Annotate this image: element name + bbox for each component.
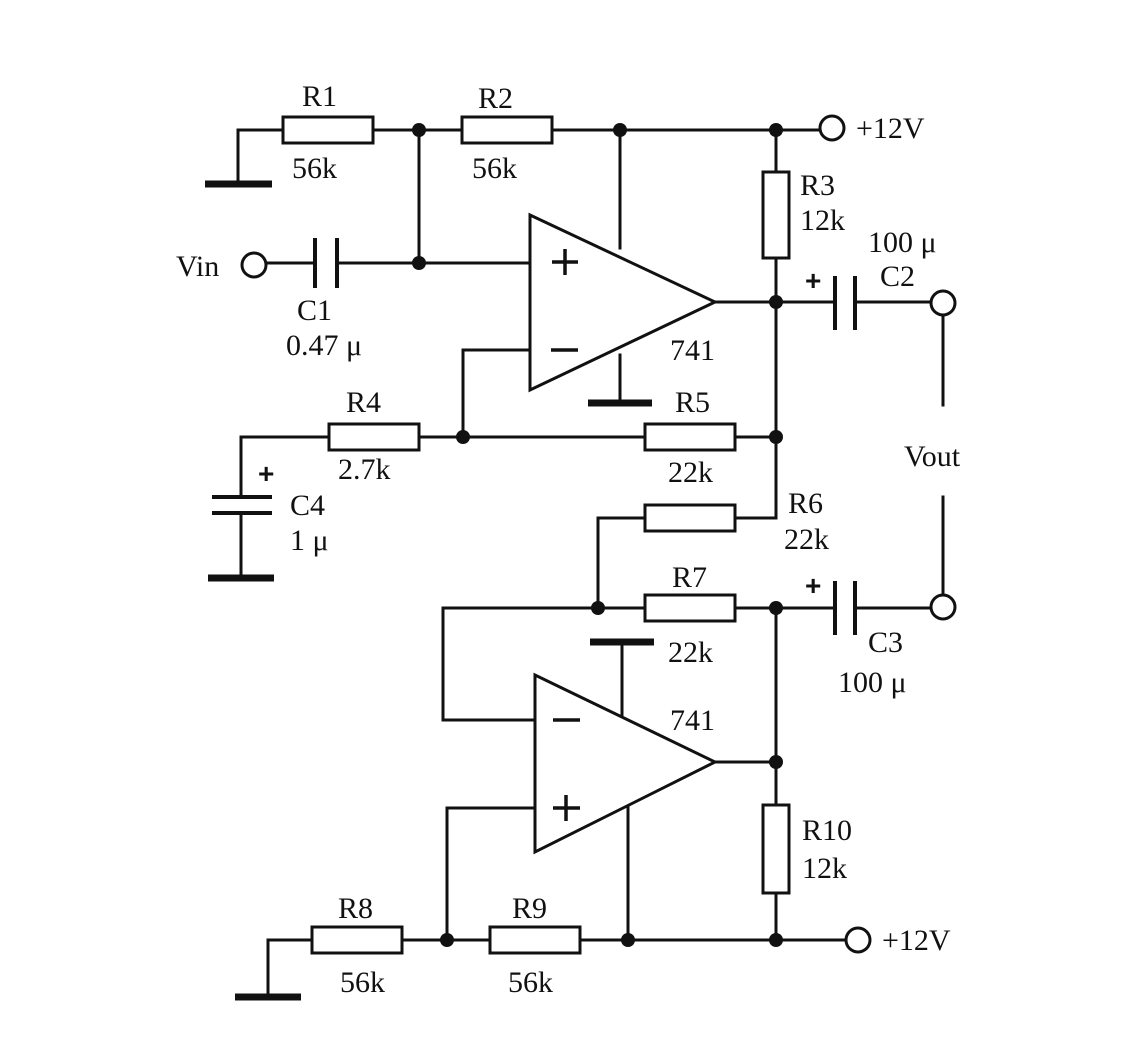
c2-polarity: + bbox=[805, 265, 821, 296]
resistor-r10 bbox=[761, 803, 791, 895]
opamp-u1 bbox=[528, 212, 719, 393]
terminal-vcc-bottom bbox=[844, 926, 872, 954]
label-c2-ref: C2 bbox=[880, 260, 915, 293]
label-r10-ref: R10 bbox=[802, 814, 852, 847]
label-r10-value: 12k bbox=[802, 852, 847, 885]
junction-dots bbox=[412, 123, 783, 947]
resistor-r1 bbox=[281, 115, 375, 145]
label-r4-ref: R4 bbox=[346, 386, 381, 419]
label-vout: Vout bbox=[904, 440, 961, 473]
label-r5-ref: R5 bbox=[675, 386, 710, 419]
label-r2-ref: R2 bbox=[478, 82, 513, 115]
label-r1-ref: R1 bbox=[302, 80, 337, 113]
label-c3-ref: C3 bbox=[868, 626, 903, 659]
c3-polarity: + bbox=[805, 570, 821, 601]
label-u1-part: 741 bbox=[670, 334, 715, 367]
label-c3-value: 100 μ bbox=[838, 666, 907, 699]
resistor-r7 bbox=[643, 593, 737, 623]
label-r2-value: 56k bbox=[472, 152, 517, 185]
capacitor-c4 bbox=[212, 495, 272, 515]
label-r3-value: 12k bbox=[800, 204, 845, 237]
capacitor-c1 bbox=[313, 238, 339, 288]
resistor-r6 bbox=[643, 503, 737, 533]
label-r6-ref: R6 bbox=[788, 487, 823, 520]
label-vcc-bottom: +12V bbox=[882, 924, 951, 957]
label-r1-value: 56k bbox=[292, 152, 337, 185]
terminal-vcc-top bbox=[818, 114, 846, 142]
resistor-r9 bbox=[488, 925, 582, 955]
resistor-r4 bbox=[327, 422, 421, 452]
label-vcc-top: +12V bbox=[856, 112, 925, 145]
label-c2-value: 100 μ bbox=[868, 226, 937, 259]
label-r7-value: 22k bbox=[668, 636, 713, 669]
resistor-r8 bbox=[310, 925, 404, 955]
label-u2-part: 741 bbox=[670, 704, 715, 737]
bottom-wires bbox=[266, 495, 945, 999]
top-rail-wires bbox=[236, 128, 945, 610]
label-r3-ref: R3 bbox=[800, 169, 835, 202]
terminal-vout-plus bbox=[929, 289, 957, 317]
resistor-r3 bbox=[761, 170, 791, 260]
label-r7-ref: R7 bbox=[672, 561, 707, 594]
label-c4-ref: C4 bbox=[290, 489, 325, 522]
label-r9-value: 56k bbox=[508, 966, 553, 999]
resistor-r2 bbox=[460, 115, 554, 145]
label-c1-ref: C1 bbox=[297, 294, 332, 327]
label-r4-value: 2.7k bbox=[338, 453, 391, 486]
terminal-vin bbox=[240, 251, 268, 279]
label-r6-value: 22k bbox=[784, 523, 829, 556]
label-r5-value: 22k bbox=[668, 456, 713, 489]
c4-polarity: + bbox=[258, 458, 274, 489]
capacitor-c3 bbox=[833, 581, 857, 635]
label-r8-ref: R8 bbox=[338, 892, 373, 925]
label-c1-value: 0.47 μ bbox=[286, 329, 362, 362]
label-r9-ref: R9 bbox=[512, 892, 547, 925]
label-c4-value: 1 μ bbox=[290, 524, 329, 557]
label-vin: Vin bbox=[176, 250, 219, 283]
resistor-r5 bbox=[643, 422, 737, 452]
terminal-vout-minus bbox=[929, 593, 957, 621]
opamp-u2 bbox=[533, 672, 719, 855]
label-r8-value: 56k bbox=[340, 966, 385, 999]
capacitor-c2 bbox=[833, 276, 857, 330]
